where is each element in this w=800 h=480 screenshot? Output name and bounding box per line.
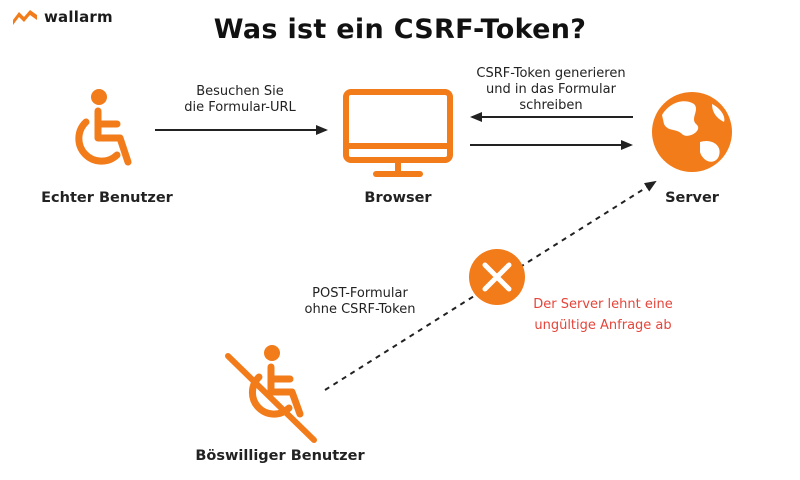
edge-label-line: CSRF-Token generieren <box>476 66 626 81</box>
page-title: Was ist ein CSRF-Token? <box>213 14 587 45</box>
node-label-browser: Browser <box>364 190 432 206</box>
crossed-out-user-icon <box>225 345 317 443</box>
reject-x-icon <box>469 249 525 305</box>
wheelchair-user-icon <box>75 89 132 166</box>
edge-label-line: und in das Formular <box>486 82 616 97</box>
wallarm-logo-icon <box>13 10 37 25</box>
node-label-real-user: Echter Benutzer <box>41 190 173 206</box>
node-label-malicious-user: Böswilliger Benutzer <box>195 448 365 464</box>
rejection-line: Der Server lehnt eine <box>533 297 673 312</box>
edge-label-attack: POST-Formular ohne CSRF-Token <box>290 286 430 318</box>
globe-icon <box>652 92 732 172</box>
edge-label-server-to-browser: CSRF-Token generieren und in das Formula… <box>460 66 642 114</box>
brand-name: wallarm <box>44 8 113 26</box>
monitor-icon <box>343 89 453 177</box>
node-label-server: Server <box>665 190 719 206</box>
edge-label-user-to-browser: Besuchen Sie die Formular-URL <box>160 84 320 116</box>
rejection-line: ungültige Anfrage ab <box>534 318 672 333</box>
edge-label-line: POST-Formular <box>312 286 408 301</box>
brand: wallarm <box>12 6 113 28</box>
edge-label-line: ohne CSRF-Token <box>304 302 416 317</box>
rejection-note: Der Server lehnt eine ungültige Anfrage … <box>508 294 698 336</box>
edge-label-line: die Formular-URL <box>184 100 296 115</box>
edge-label-line: Besuchen Sie <box>196 84 284 99</box>
edge-label-line: schreiben <box>519 98 583 113</box>
